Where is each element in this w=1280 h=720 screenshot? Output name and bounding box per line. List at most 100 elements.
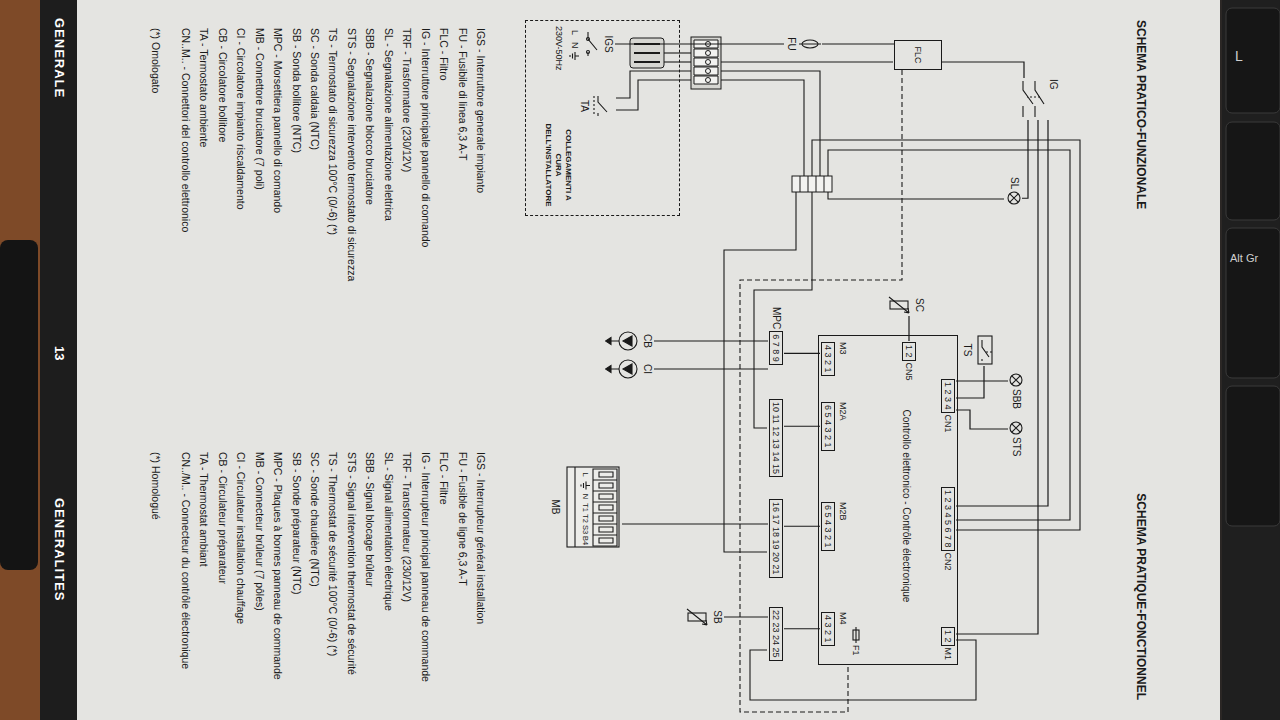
board-connector: 1 2CN5 (901, 341, 917, 382)
pin-numbers: 22 23 24 25 (769, 607, 783, 661)
pin-numbers: 6 5 4 3 2 1 (821, 502, 835, 551)
keyboard-area (1222, 0, 1280, 720)
terminal-cells (694, 40, 718, 84)
lamp-symbol (1009, 373, 1023, 387)
filter-box: FLC (894, 40, 942, 70)
component-label: SL (1008, 177, 1020, 189)
wire-connector (822, 43, 894, 44)
legend-entry: CN../M.. - Connecteur du contrôle électr… (179, 452, 192, 669)
component-label: COLLEGAMENTI A CURA DELL'INSTALLATORE (543, 119, 573, 211)
keyboard-key-label: L (1235, 48, 1243, 65)
wire-connector (956, 120, 1038, 634)
pump-symbol (605, 329, 639, 353)
wire-connector (724, 616, 768, 617)
signal-lamp: SL (1006, 176, 1022, 206)
component-label: CN2 (942, 553, 954, 571)
line-fuse: FU (784, 36, 822, 52)
legend-entry: TRF - Trasformatore (230/12V) (401, 28, 414, 172)
room-thermostat: TA (577, 93, 615, 119)
wire-connector (615, 43, 784, 44)
pin-numbers: 4 3 2 1 (821, 612, 835, 646)
pin-numbers: 16 17 18 19 20 21 (769, 499, 783, 578)
component-label: FU (785, 37, 797, 50)
wire-connector (956, 366, 984, 398)
component-label: IGS (602, 35, 614, 52)
ground-symbol (570, 52, 579, 60)
legend-entry: SB - Sonde préparateur (NTC) (290, 452, 303, 594)
section-heading: SCHEMA PRATICO-FUNZIONALE (1134, 20, 1148, 209)
pin-numbers: 4 3 2 1 (821, 342, 835, 376)
legend-entry: (*) Omologato (149, 28, 162, 93)
component-label: CB (641, 334, 653, 348)
pin-name: L (580, 472, 590, 476)
wire-connector (956, 380, 1008, 381)
wire (664, 52, 691, 53)
legend-entry: SBB - Segnalazione blocco bruciatore (364, 28, 377, 205)
legend-entry: CB - Circulateur préparateur (216, 452, 229, 584)
legend-entry: IG - Interrupteur principal panneau de c… (419, 452, 432, 682)
symbol-holder (563, 465, 621, 549)
legend-entry: STS - Segnalazione intervento termostato… (345, 28, 358, 281)
wire-connector (622, 523, 768, 524)
legend-entry: FLC - Filtro (438, 28, 451, 81)
wire-connector (956, 120, 1048, 506)
wire-connector (784, 526, 820, 527)
component-label: FLC (912, 46, 924, 63)
component-label: Controllo elettronico - Contrôle électro… (900, 396, 912, 616)
pin-numbers: 6 5 4 3 2 1 (821, 402, 835, 451)
legend-entry: CI - Circolatore impianto riscaldamento (235, 28, 248, 209)
boiler-sensor: SC (886, 294, 926, 316)
thermostat-switch-symbol (592, 94, 614, 118)
pin-numbers: 1 2 3 4 5 6 7 8 (941, 487, 955, 551)
fuse-symbol (851, 627, 861, 643)
component-label: M1 (942, 648, 954, 661)
legend-entry: SL - Segnalazione alimentazione elettric… (382, 28, 395, 221)
legend-entry: SL - Signal alimentation électrique (382, 452, 395, 611)
terminal-board: MPC6 7 8 9 (768, 306, 784, 366)
symbol-holder (887, 295, 911, 315)
desk-edge (0, 0, 44, 720)
circulator-pump: CB (604, 328, 654, 354)
wire-connector (942, 62, 1024, 78)
component-label: TS (961, 344, 973, 357)
legend-entry: IG - Interruttore principale pannello di… (419, 28, 432, 247)
component-label: MB (549, 500, 561, 515)
board-connector: M44 3 2 1 (820, 611, 850, 647)
tank-sensor: SB (684, 606, 724, 628)
ground-wire (740, 70, 902, 712)
component-label: M2A (837, 402, 849, 421)
wire-connector (908, 316, 909, 341)
symbol-holder (851, 627, 861, 643)
component-label: CN5 (903, 363, 915, 381)
dark-object (0, 240, 38, 570)
plug-pins (634, 44, 660, 62)
symbol-holder (1009, 373, 1023, 387)
wire (754, 192, 812, 428)
wire (750, 640, 976, 700)
burner-connector (563, 465, 621, 549)
wire-connector (1022, 120, 1028, 198)
section-heading: SCHEMA PRATIQUE-FONCTIONNEL (1134, 493, 1148, 700)
pin-name: B4 (580, 536, 590, 545)
legend-entry: SC - Sonde chaudière (NTC) (308, 452, 321, 587)
symbol-holder (1019, 79, 1045, 119)
symbol-holder (1007, 191, 1021, 205)
switch-symbol (584, 30, 600, 58)
legend-entry: TS - Termostato di sicurezza 100°C (0/-6… (327, 28, 340, 235)
board-connector: M34 3 2 1 (820, 341, 850, 377)
terminal-name: N (569, 42, 580, 49)
legend-entry: MB - Connettore bruciatore (7 poli) (253, 28, 266, 190)
keyboard-key (1226, 122, 1280, 220)
board-connector: 1 2 3 4CN1 (940, 378, 956, 434)
safety-thermostat: TS (960, 334, 996, 366)
wire (724, 192, 796, 552)
legend-entry: FU - Fusibile di linea 6,3 A-T (456, 28, 469, 160)
lamp-symbol (1007, 191, 1021, 205)
control-board: Controllo elettronico - Contrôle électro… (818, 335, 958, 665)
legend-entry: MPC - Morsettiera pannello di comando (272, 28, 285, 213)
sensor-symbol (685, 607, 709, 627)
footer-text: GENERALITES (51, 498, 67, 601)
legend-entry: TS - Thermostat de sécurité 100°C (0/-6)… (327, 452, 340, 656)
thermostat-symbol (975, 335, 995, 365)
